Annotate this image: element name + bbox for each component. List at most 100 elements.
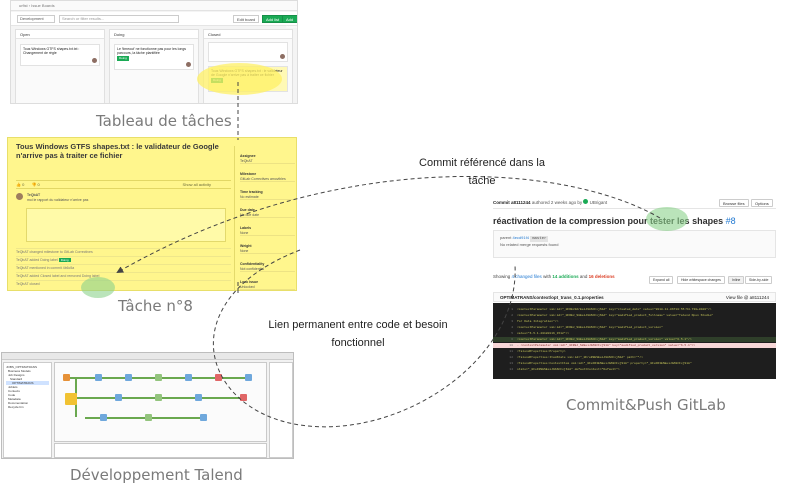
talend-screenshot: JOBS_OPTIMATRANS Business Models Job Des…	[1, 352, 294, 459]
tree-item[interactable]: OPTIMATRANS	[6, 381, 49, 385]
branch-badge[interactable]: master	[530, 236, 549, 242]
tree-item[interactable]: Recycle bin	[8, 405, 24, 409]
tree-item[interactable]: Joblets	[8, 385, 18, 389]
commit-hash[interactable]: a8111244	[511, 200, 531, 205]
issue-screenshot: Tous Windows GTFS shapes.txt : le valida…	[7, 137, 297, 291]
component-node[interactable]	[245, 374, 252, 381]
code-line: 11<TalendProperties:Property>	[509, 350, 566, 353]
component-node[interactable]	[63, 374, 70, 381]
tree-item[interactable]: JOBS_OPTIMATRANS	[6, 365, 37, 369]
card-title: Le 'timeout' ne fonctionne pas pour les …	[117, 47, 187, 56]
tree-item[interactable]: Code	[8, 393, 16, 397]
browse-files-button[interactable]: Browse files	[719, 199, 749, 207]
component-node[interactable]	[240, 394, 247, 401]
thumbs-down-icon[interactable]: 👎 0	[31, 182, 40, 187]
component-node[interactable]	[155, 374, 162, 381]
board-column-open: Open Tous Windows GTFS shapes.txt.txt : …	[15, 29, 105, 103]
component-node[interactable]	[215, 374, 222, 381]
inline-button[interactable]: Inline	[728, 276, 745, 284]
merge-request-note: No related merge requests found	[500, 242, 559, 247]
activity-line: TeQbAT mentioned in commit 4b6c5a	[16, 264, 231, 270]
comment-text: moi le rapport du validateur n'arrive pa…	[27, 197, 89, 202]
board-select[interactable]: Development	[17, 15, 55, 23]
issue-card[interactable]	[208, 42, 288, 62]
tree-item[interactable]: Business Models	[8, 369, 31, 373]
thumbs-up-icon[interactable]: 👍 0	[16, 182, 25, 187]
highlight-board-card	[197, 63, 282, 95]
commit-authored: authored 2 weeks ago by	[531, 200, 583, 205]
edit-board-button[interactable]: Edit board	[233, 15, 260, 23]
component-node[interactable]	[125, 374, 132, 381]
board-topbar: urfist › Issue Boards	[11, 1, 297, 11]
options-button[interactable]: Options	[751, 199, 773, 207]
diff-file-header[interactable]: OPTIMATRANS/context/opt_trans_0.1.proper…	[493, 292, 776, 302]
highlight-commit-issue-ref	[646, 207, 688, 231]
diff-code: 1<contextParameter xmi:id="_0FREJ3ArEeiJ…	[493, 303, 776, 379]
board-filterbar: Development Search or filter results... …	[11, 12, 297, 29]
component-node[interactable]	[185, 374, 192, 381]
label-badge: Doing	[117, 56, 129, 61]
component-node[interactable]	[155, 394, 162, 401]
component-node[interactable]	[195, 394, 202, 401]
activity-line: TeQbAT closed	[16, 280, 231, 286]
commit-message: réactivation de la compression pour test…	[493, 216, 724, 226]
connector-permanent-link	[212, 249, 516, 428]
commit-author[interactable]: UBrigant	[589, 200, 608, 205]
caption-board: Tableau de tâches	[96, 112, 232, 130]
code-line: 13<TalendProperties:ContextItem xmi:id="…	[509, 362, 692, 365]
tree-item[interactable]: Job Designs	[8, 373, 25, 377]
component-node[interactable]	[95, 374, 102, 381]
avatar	[16, 193, 23, 200]
label-permanent-link-line2: fonctionnel	[331, 337, 385, 349]
component-node[interactable]	[65, 393, 77, 405]
side-by-side-button[interactable]: Side-by-side	[745, 276, 773, 284]
issue-card[interactable]: Le 'timeout' ne fonctionne pas pour les …	[114, 44, 194, 70]
repository-tree: JOBS_OPTIMATRANS Business Models Job Des…	[3, 362, 52, 458]
component-node[interactable]	[145, 414, 152, 421]
hide-whitespace-button[interactable]: Hide whitespace changes	[677, 276, 725, 284]
add-issues-button[interactable]: Add issues	[282, 15, 297, 29]
commit-info-box: parent 4ecd91f4 master No related merge …	[493, 230, 776, 258]
issue-link[interactable]: #8	[725, 216, 736, 226]
highlight-issue-commit	[81, 277, 115, 298]
column-title: Closed	[204, 30, 292, 39]
palette-panel	[269, 362, 293, 458]
tree-item[interactable]: Documentation	[8, 401, 29, 405]
parent-hash[interactable]: 4ecd91f4	[512, 235, 529, 240]
commit-title: réactivation de la compression pour test…	[493, 216, 736, 226]
issue-card[interactable]: Tous Windows GTFS shapes.txt.txt : Chang…	[20, 44, 100, 66]
job-designer-canvas[interactable]	[54, 362, 267, 442]
changed-files-link[interactable]: 4 changed files	[511, 274, 542, 279]
expand-all-button[interactable]: Expand all	[649, 276, 674, 284]
component-node[interactable]	[100, 414, 107, 421]
issue-toolbar: 👍 0 👎 0 Show all activity	[16, 180, 231, 189]
view-file-button[interactable]: View file @ a8111244	[725, 295, 769, 300]
label-commit-referenced: Commit référencé dans la tâche	[419, 157, 545, 187]
tree-item[interactable]: Standard	[10, 377, 23, 381]
component-node[interactable]	[200, 414, 207, 421]
activity-filter[interactable]: Show all activity	[182, 182, 211, 187]
additions-count: 14 additions	[552, 274, 579, 279]
activity-line: TeQbAT changed milestone to GitLab Corre…	[16, 248, 231, 254]
gitlab-commit-screenshot: Commit a8111244 authored 2 weeks ago by …	[491, 192, 778, 384]
tree-item[interactable]: Metadata	[8, 397, 21, 401]
code-line: 4<contextParameter xmi:id="_0FREJ_S8EeiJ…	[511, 326, 663, 329]
column-title: Open	[16, 30, 104, 39]
commit-label: Commit	[493, 200, 510, 205]
search-input[interactable]: Search or filter results...	[59, 15, 179, 23]
talend-toolbar	[2, 353, 293, 360]
component-node[interactable]	[115, 394, 122, 401]
component-panel	[54, 443, 267, 458]
code-line: 12<TalendProperties:ItemState xmi:id="_0…	[509, 356, 644, 359]
tree-item[interactable]: Contexts	[8, 389, 20, 393]
